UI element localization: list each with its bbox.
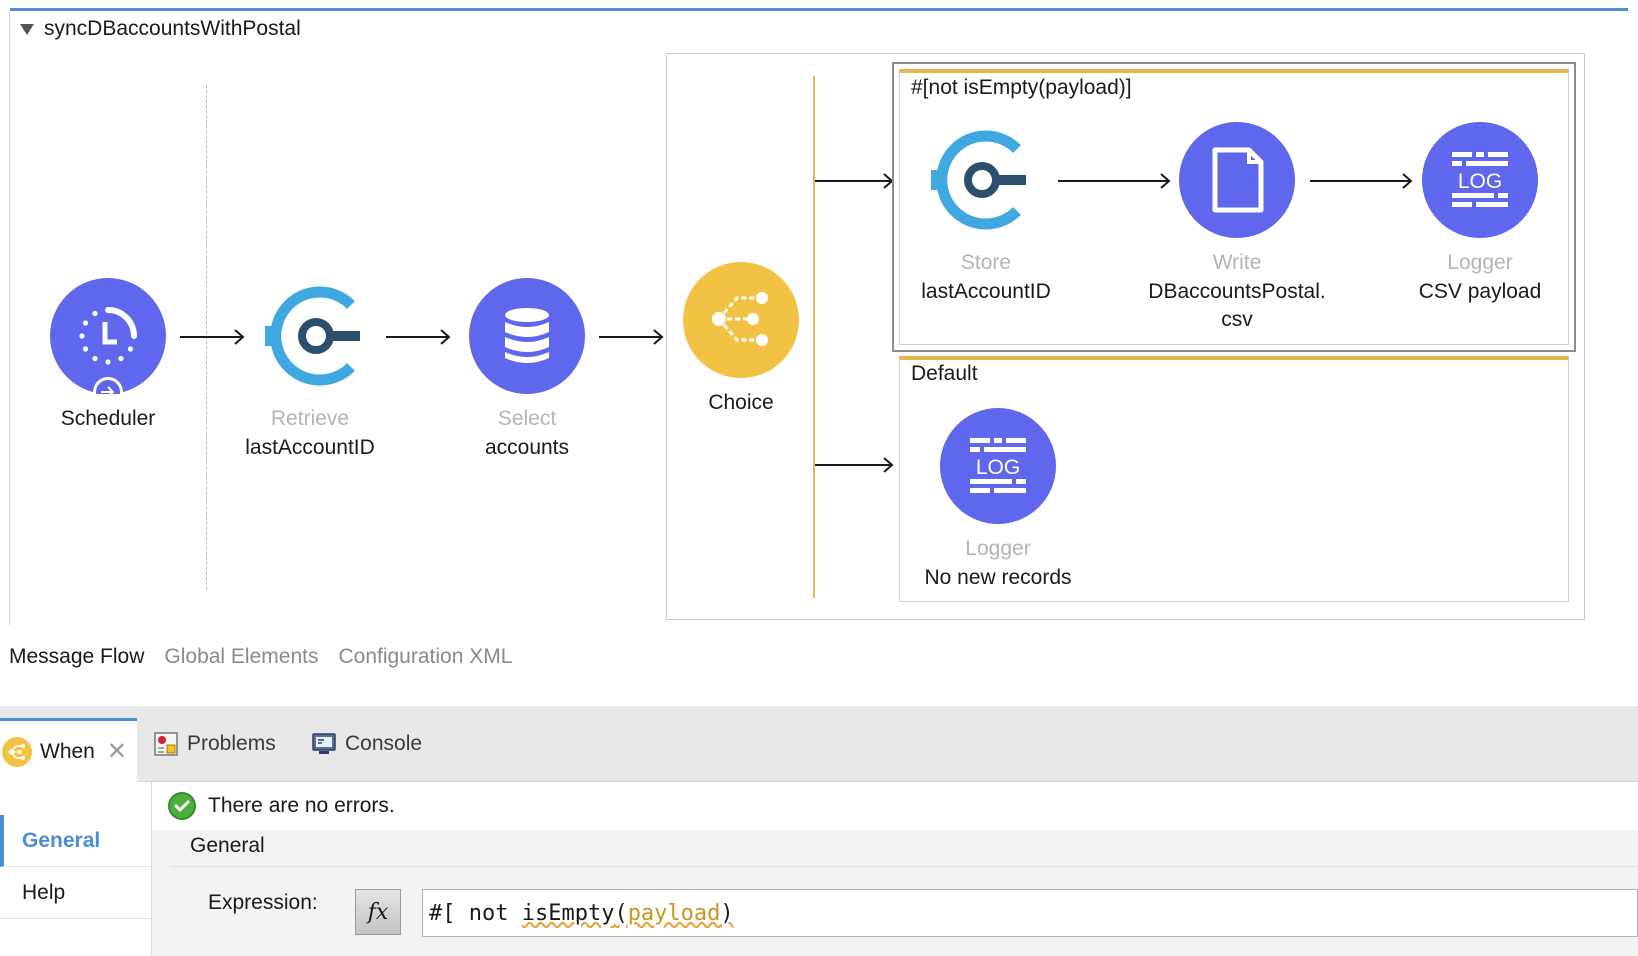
scheduler-label: Scheduler: [60, 407, 156, 430]
flow-header[interactable]: syncDBaccountsWithPostal: [20, 14, 301, 44]
retrieve-type-label: Retrieve: [270, 407, 350, 430]
flow-arrow: [1058, 173, 1171, 189]
tab-when-label: When: [40, 739, 95, 763]
choice-label: Choice: [708, 391, 774, 414]
select-type-label: Select: [497, 407, 557, 430]
panel-tabbar: When ✕ Problems Console: [0, 706, 1638, 782]
default-route[interactable]: [899, 356, 1569, 602]
file-icon: [1212, 147, 1264, 213]
logger-icon: LOG: [970, 438, 1026, 493]
expression-label: Expression:: [208, 891, 318, 914]
collapse-triangle-icon[interactable]: [20, 23, 34, 35]
objectstore-icon[interactable]: [262, 278, 378, 394]
select-name-label: accounts: [484, 436, 570, 459]
tab-global-elements[interactable]: Global Elements: [164, 645, 319, 668]
fx-toggle-button[interactable]: fx: [355, 889, 401, 935]
logger-default-node[interactable]: LOG: [940, 408, 1056, 524]
logger-icon-text: LOG: [1458, 170, 1502, 193]
store-name-label: lastAccountID: [921, 280, 1051, 303]
expression-open-paren: (: [614, 900, 628, 926]
choice-route-line: [813, 76, 815, 598]
tab-problems-label: Problems: [187, 732, 276, 755]
expression-close-paren: ): [720, 900, 734, 926]
logger-csv-type-label: Logger: [1447, 251, 1513, 274]
choice-router-icon: [712, 292, 768, 346]
flow-arrow: [180, 329, 245, 345]
editor-tabs: Message Flow Global Elements Configurati…: [9, 645, 512, 669]
tab-when[interactable]: When ✕: [0, 718, 137, 782]
flow-canvas: syncDBaccountsWithPostal Scheduler Retri…: [9, 8, 1628, 625]
section-title: General: [190, 834, 265, 857]
write-name-label-continued: csv: [1221, 308, 1253, 331]
route-arrow: [815, 457, 894, 473]
flow-title: syncDBaccountsWithPostal: [44, 17, 301, 40]
properties-side-nav: General Help: [0, 782, 152, 956]
expression-argument: payload: [627, 900, 721, 926]
tab-message-flow[interactable]: Message Flow: [9, 645, 145, 668]
check-icon: [168, 792, 196, 820]
default-route-label: Default: [911, 362, 978, 385]
logger-default-name-label: No new records: [924, 566, 1072, 589]
clock-icon: [79, 307, 137, 394]
choice-router-icon: [2, 736, 32, 767]
store-type-label: Store: [960, 251, 1012, 274]
logger-csv-name-label: CSV payload: [1418, 280, 1542, 303]
objectstore-icon[interactable]: [928, 122, 1044, 238]
when-route[interactable]: [899, 69, 1569, 345]
expression-prefix: #[ not: [429, 900, 522, 926]
write-name-label: DBaccountsPostal.: [1148, 280, 1326, 303]
write-type-label: Write: [1212, 251, 1262, 274]
side-nav-help[interactable]: Help: [0, 867, 152, 919]
tab-problems[interactable]: Problems: [153, 720, 276, 768]
flow-arrow: [1310, 173, 1413, 189]
write-node[interactable]: [1179, 122, 1295, 238]
expression-function: isEmpty: [521, 900, 615, 926]
tab-configuration-xml[interactable]: Configuration XML: [338, 645, 513, 668]
select-node[interactable]: [469, 278, 585, 394]
logger-icon-text: LOG: [976, 456, 1020, 479]
choice-node[interactable]: [683, 262, 799, 378]
tab-console-label: Console: [345, 732, 423, 755]
tab-console[interactable]: Console: [311, 720, 422, 768]
flow-arrow: [599, 329, 664, 345]
status-text: There are no errors.: [208, 794, 395, 817]
close-icon[interactable]: ✕: [106, 738, 127, 765]
flow-header-line: [10, 8, 1628, 11]
side-nav-general[interactable]: General: [0, 815, 152, 867]
properties-panel: When ✕ Problems Console General Help: [0, 706, 1638, 956]
console-icon: [312, 733, 336, 754]
flow-arrow: [386, 329, 451, 345]
problems-icon: [154, 732, 178, 756]
expression-input[interactable]: #[ not isEmpty(payload): [422, 889, 1638, 937]
scheduler-node[interactable]: [50, 278, 166, 394]
when-route-selection[interactable]: [892, 62, 1576, 352]
retrieve-name-label: lastAccountID: [245, 436, 375, 459]
validation-status: There are no errors.: [168, 792, 395, 820]
when-condition-label: #[not isEmpty(payload)]: [911, 76, 1132, 99]
database-icon: [505, 308, 549, 363]
flow-border: [9, 11, 10, 625]
logger-default-type-label: Logger: [965, 537, 1031, 560]
logger-csv-node[interactable]: LOG: [1422, 122, 1538, 238]
route-arrow: [815, 173, 894, 189]
logger-icon: LOG: [1452, 152, 1508, 207]
